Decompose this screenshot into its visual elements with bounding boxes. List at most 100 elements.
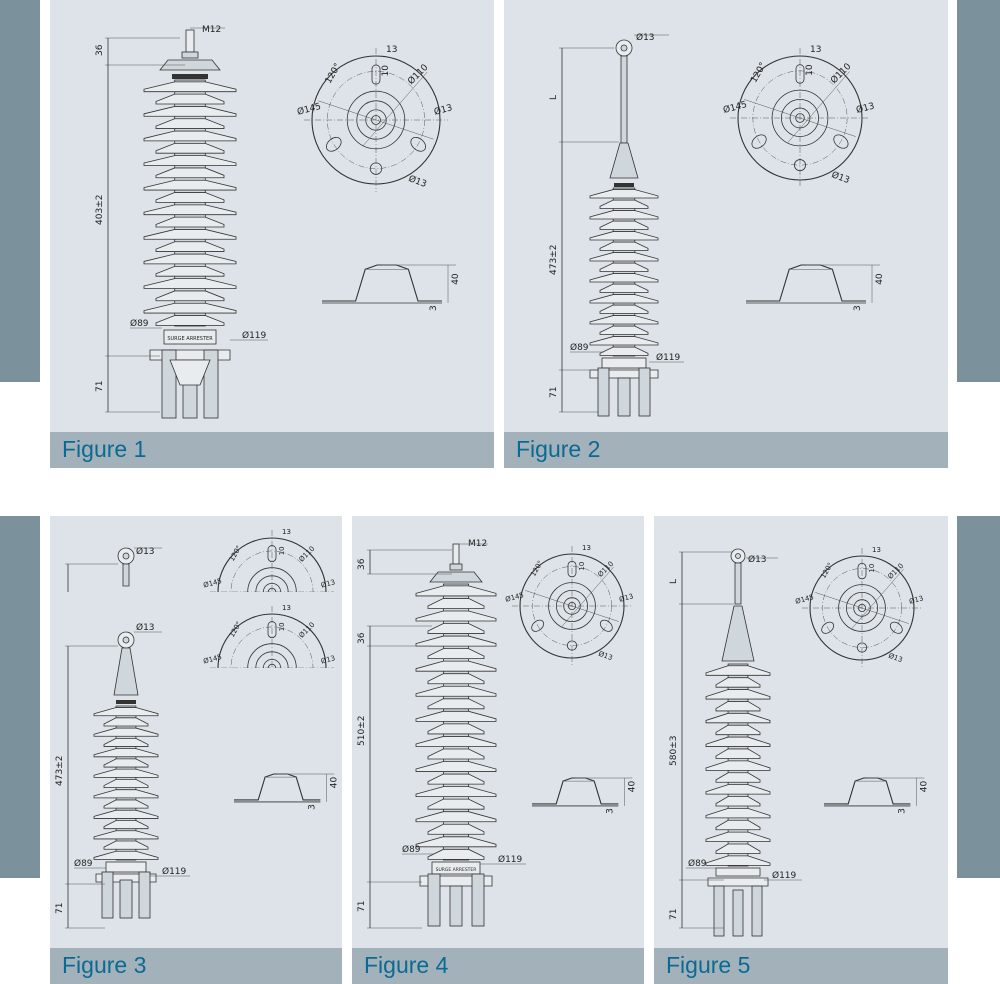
bracket-thickness-label: 3: [853, 305, 863, 311]
arrester-2: [589, 39, 659, 417]
shed: [415, 685, 497, 697]
flange-dim-label: 120°: [819, 561, 834, 580]
fig4-d-large: Ø119: [498, 854, 523, 865]
figure-5-caption: Figure 5: [654, 948, 948, 984]
fig2-top-dim: L: [549, 95, 559, 100]
shed: [715, 677, 761, 688]
fig3-base-dim: 71: [55, 903, 65, 914]
flange-dim-label: 13: [872, 546, 881, 554]
shed: [589, 231, 659, 241]
flange-dim-label: Ø13: [887, 652, 903, 664]
figure-3-caption: Figure 3: [50, 948, 342, 984]
right-edge-bar-bottom: [957, 516, 1000, 878]
bracket-thickness-label: 3: [605, 808, 615, 814]
flange-dim-label: 120°: [228, 620, 243, 639]
shed: [415, 811, 497, 823]
bracket-side-view-5: 403: [824, 777, 929, 814]
shed: [415, 836, 497, 848]
shed: [589, 210, 659, 220]
flange-dim-label: 120°: [529, 559, 544, 578]
shed: [427, 798, 485, 810]
shed: [589, 252, 659, 262]
shed: [427, 673, 485, 685]
shed: [143, 229, 237, 240]
fig4-top-dim: 36: [357, 558, 367, 570]
figure-1-caption-text: Figure 1: [62, 436, 147, 462]
dims-3: [65, 547, 190, 929]
shed: [93, 850, 159, 860]
fig2-top-label: Ø13: [636, 32, 655, 43]
shed: [589, 273, 659, 283]
fig1-top-dim: 36: [95, 44, 105, 56]
nameplate: SURGE ARRESTER: [167, 336, 213, 342]
shed: [155, 216, 225, 228]
fig5-d-large: Ø119: [772, 870, 797, 881]
bracket-height-label: 40: [875, 273, 885, 285]
nameplate-4: SURGE ARRESTER: [436, 867, 477, 873]
flange-dim-label: Ø13: [597, 650, 613, 662]
fig3-height-dim: 473±2: [55, 756, 65, 786]
left-edge-bar-bottom: [0, 516, 40, 878]
figure-3-caption-text: Figure 3: [62, 952, 147, 978]
shed: [143, 179, 237, 191]
shed: [715, 772, 761, 783]
flange-dim-label: 10: [578, 562, 586, 571]
flange-dim-label: Ø110: [297, 545, 316, 564]
arrester-4: SURGE ARRESTER: [415, 543, 497, 927]
figure-1-panel: SURGE ARRESTER M12 36 403±2 71 Ø89 Ø119 …: [50, 0, 494, 468]
fig5-top-label: Ø13: [748, 554, 767, 565]
shed: [415, 761, 497, 772]
bracket-height-label: 40: [627, 781, 637, 793]
bracket-thickness-label: 3: [429, 305, 439, 311]
shed: [93, 789, 159, 799]
fig4-top-label: M12: [468, 539, 487, 549]
flange-dim-label: Ø13: [320, 654, 336, 665]
fig2-d-small: Ø89: [570, 342, 589, 353]
shed: [705, 760, 771, 771]
dims-1: [105, 27, 268, 413]
shed: [415, 736, 497, 747]
fig3-d-large: Ø119: [162, 866, 187, 877]
shed: [427, 748, 485, 760]
fig5-base-dim: 71: [669, 909, 679, 920]
bracket-side-view-3: 403: [234, 773, 339, 810]
shed: [155, 167, 225, 179]
shed: [143, 204, 237, 216]
fig1-base-dim: 71: [95, 381, 105, 392]
dims-4: [367, 543, 526, 929]
flange-dim-label: 120°: [228, 544, 243, 563]
flange-dim-label: Ø110: [297, 621, 316, 640]
bracket-height-label: 40: [329, 777, 339, 789]
shed: [415, 610, 497, 622]
bracket-side-view-1: 403: [322, 264, 461, 311]
shed: [705, 855, 771, 866]
arrester-3-top-detail: [117, 547, 135, 587]
shed: [705, 784, 771, 795]
shed: [589, 336, 659, 346]
figure-4-caption-text: Figure 4: [364, 952, 449, 978]
shed: [103, 737, 149, 747]
shed: [93, 707, 159, 717]
shed: [715, 819, 761, 831]
flange-dim-label: Ø145: [202, 653, 222, 666]
shed: [415, 786, 497, 798]
shed: [715, 701, 761, 712]
flange-dim-label: Ø145: [794, 593, 814, 606]
fig4-d-small: Ø89: [402, 844, 421, 855]
fig2-d-large: Ø119: [656, 352, 681, 363]
fig3-top-label-detail: Ø13: [136, 546, 155, 557]
shed: [143, 155, 237, 166]
flange-dim-label: Ø13: [433, 102, 454, 117]
flange-dim-label: 10: [805, 64, 815, 76]
shed: [93, 830, 159, 840]
shed: [93, 727, 159, 737]
fig1-d-small: Ø89: [130, 318, 149, 329]
shed: [427, 648, 485, 660]
fig1-height-dim: 403±2: [95, 195, 105, 225]
